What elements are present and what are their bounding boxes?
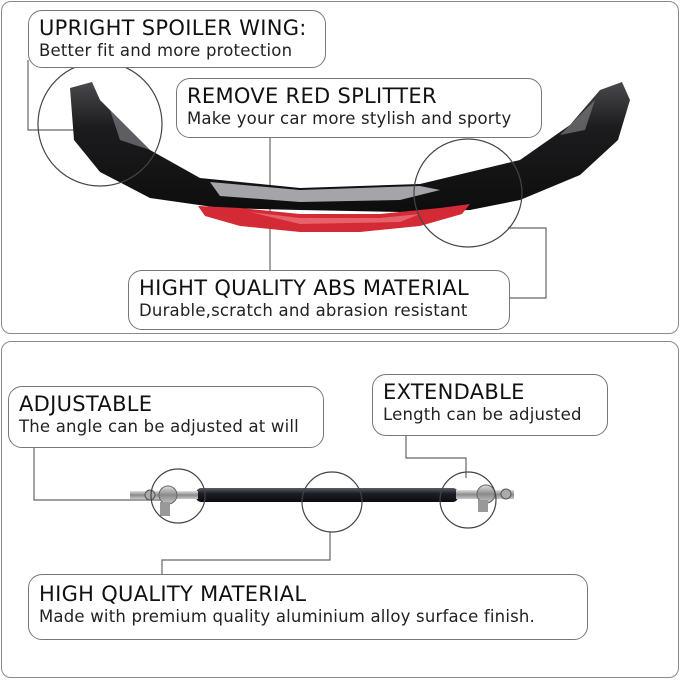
callout-upright-spoiler: UPRIGHT SPOILER WING: Better fit and mor… xyxy=(28,10,326,68)
material-circle xyxy=(301,471,363,533)
callout-subtitle: Better fit and more protection xyxy=(39,41,293,60)
front-lip-body xyxy=(70,82,630,212)
callout-subtitle: The angle can be adjusted at will xyxy=(19,417,299,436)
callout-subtitle: Made with premium quality aluminium allo… xyxy=(39,607,536,626)
support-rod xyxy=(196,488,458,502)
right-rod-end-icon xyxy=(456,484,514,512)
callout-abs-material: HIGHT QUALITY ABS MATERIAL Durable,scrat… xyxy=(128,270,510,330)
leader-line-abs xyxy=(508,227,547,299)
callout-subtitle: Make your car more stylish and sporty xyxy=(187,109,512,128)
callout-title: ADJUSTABLE xyxy=(19,392,153,416)
left-rod-end-icon xyxy=(130,485,198,516)
callout-title: REMOVE RED SPLITTER xyxy=(187,84,437,108)
callout-remove-splitter: REMOVE RED SPLITTER Make your car more s… xyxy=(176,78,542,138)
leader-line-spoiler xyxy=(27,60,75,131)
callout-subtitle: Durable,scratch and abrasion resistant xyxy=(139,301,468,320)
callout-title: EXTENDABLE xyxy=(383,380,525,404)
leader-line-adjustable xyxy=(33,448,160,501)
callout-title: HIGH QUALITY MATERIAL xyxy=(39,582,307,606)
leader-line-material xyxy=(161,532,331,574)
callout-subtitle: Length can be adjusted xyxy=(383,405,582,424)
extendable-circle xyxy=(439,471,497,529)
lip-highlight xyxy=(210,182,440,202)
callout-adjustable: ADJUSTABLE The angle can be adjusted at … xyxy=(8,386,324,448)
adjustable-circle xyxy=(150,468,206,524)
callout-high-quality-material: HIGH QUALITY MATERIAL Made with premium … xyxy=(28,574,588,640)
callout-title: UPRIGHT SPOILER WING: xyxy=(39,16,307,40)
leader-line-extendable xyxy=(405,436,467,478)
abs-material-circle xyxy=(413,138,523,248)
callout-extendable: EXTENDABLE Length can be adjusted xyxy=(372,374,608,436)
callout-title: HIGHT QUALITY ABS MATERIAL xyxy=(139,276,470,300)
